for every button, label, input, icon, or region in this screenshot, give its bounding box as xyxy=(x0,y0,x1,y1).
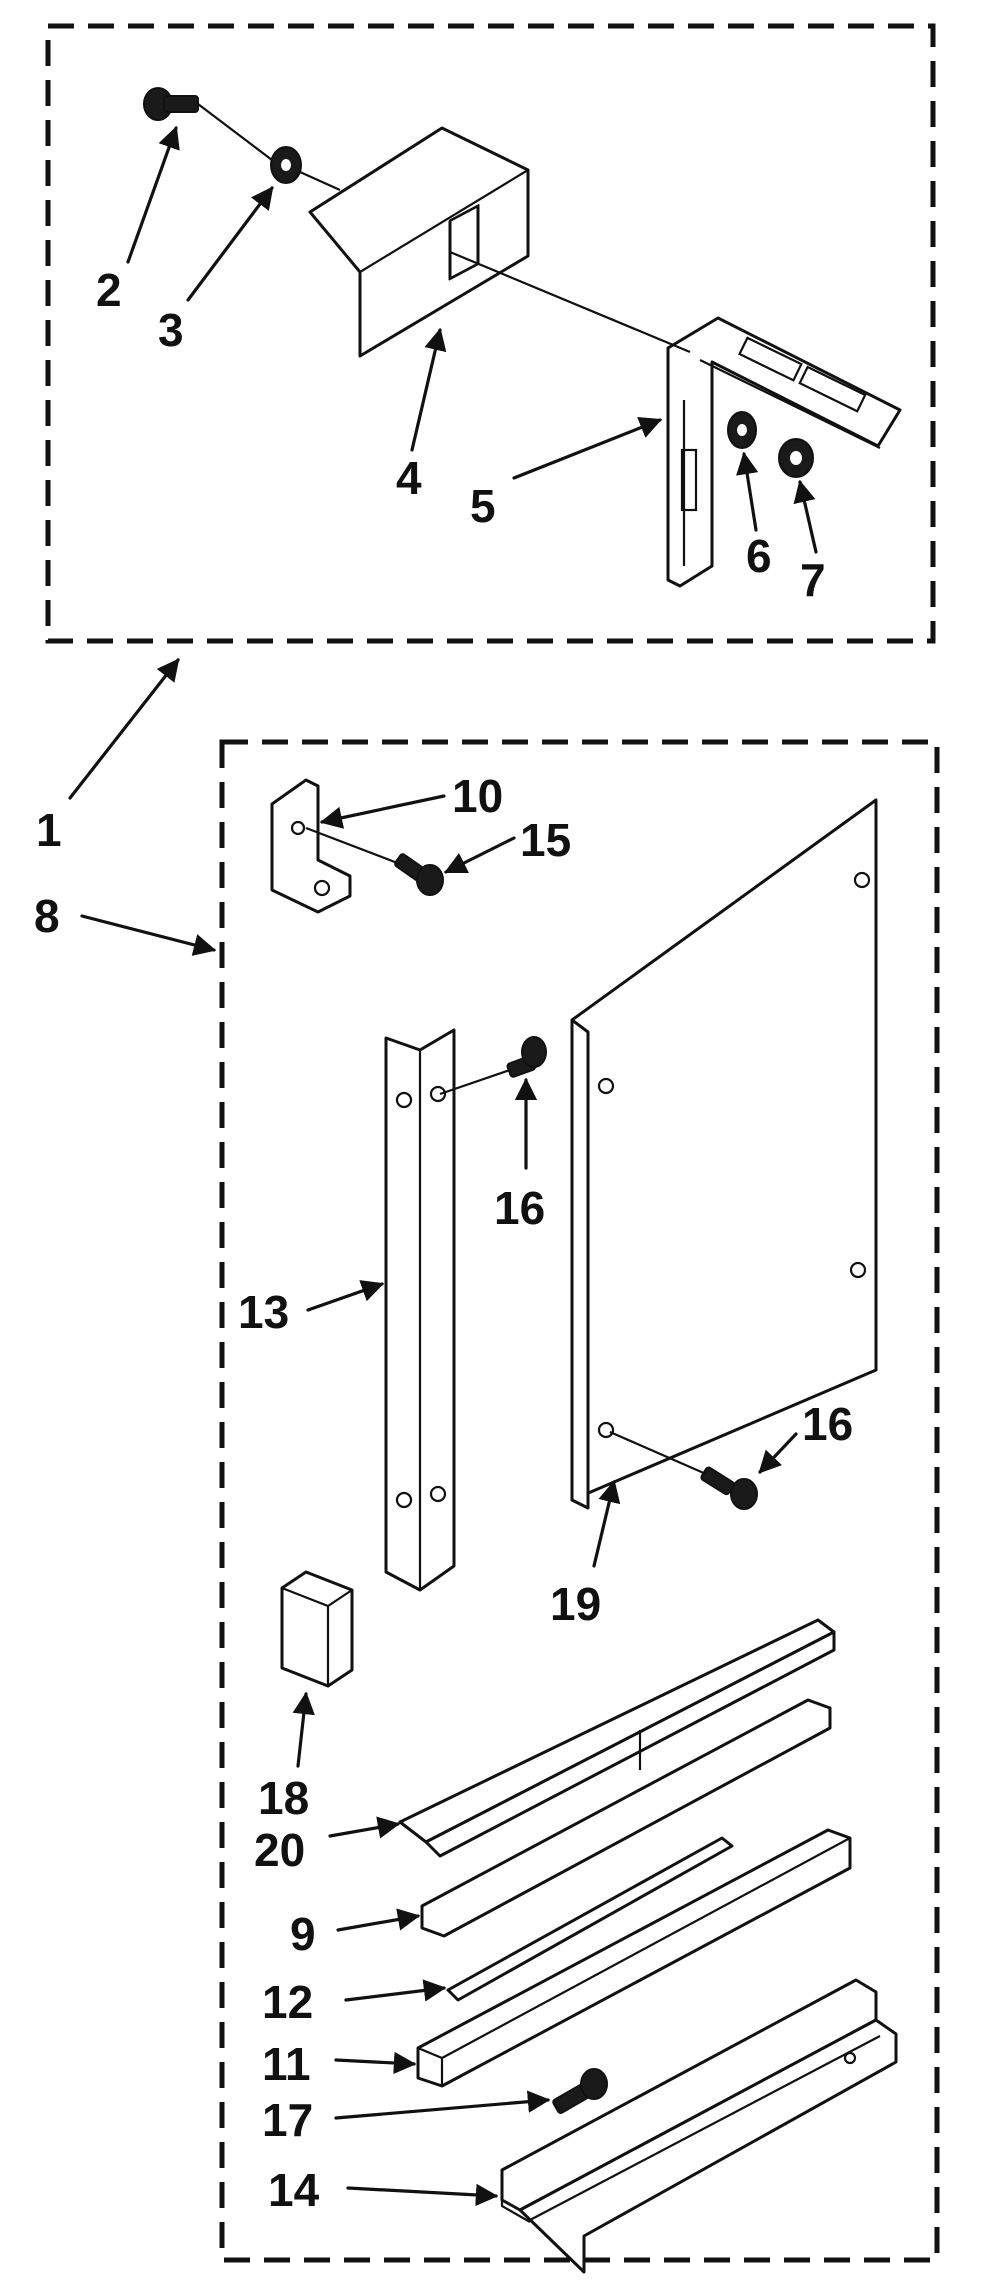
leader-7 xyxy=(793,479,818,554)
part-10-angle-bracket xyxy=(270,778,352,914)
callout-2: 2 xyxy=(96,264,122,316)
leader-19 xyxy=(592,1479,621,1568)
leader-20 xyxy=(328,1816,401,1839)
part-19-insulation-panel xyxy=(570,798,878,1510)
callout-16-lower: 16 xyxy=(802,1398,853,1450)
part-17-screw xyxy=(552,2068,608,2114)
leader-16b xyxy=(758,1432,798,1474)
part-7-nut xyxy=(778,438,814,478)
leader-1 xyxy=(68,658,180,800)
part-16-screw-lower xyxy=(609,1430,758,1510)
kit-1-assembly-line xyxy=(197,103,691,354)
callout-6: 6 xyxy=(746,530,772,582)
callout-1: 1 xyxy=(36,804,62,856)
leader-10 xyxy=(319,794,446,829)
callout-3: 3 xyxy=(158,304,184,356)
part-20-channel-strip xyxy=(398,1618,836,1858)
part-4-bracket-cover xyxy=(308,126,530,358)
part-13-angle-channel xyxy=(384,1028,456,1592)
part-12-thin-seal xyxy=(446,1836,734,2002)
callout-8: 8 xyxy=(34,890,60,942)
leader-17 xyxy=(334,2090,551,2120)
callout-16-upper: 16 xyxy=(494,1182,545,1234)
part-18-foam-block xyxy=(280,1570,354,1688)
part-16-screw-upper xyxy=(439,1036,547,1096)
part-6-washer xyxy=(727,411,757,449)
callout-9: 9 xyxy=(290,1908,316,1960)
callout-18: 18 xyxy=(258,1772,309,1824)
leader-3 xyxy=(186,186,274,302)
callout-20: 20 xyxy=(254,1824,305,1876)
leader-11 xyxy=(334,2051,417,2075)
callout-5: 5 xyxy=(470,480,496,532)
callout-17: 17 xyxy=(262,2094,313,2146)
leader-8 xyxy=(80,914,217,956)
part-15-screw xyxy=(305,826,444,896)
callout-15: 15 xyxy=(520,814,571,866)
callout-4: 4 xyxy=(396,452,422,504)
leader-2 xyxy=(126,125,180,264)
callout-13: 13 xyxy=(238,1286,289,1338)
leader-6 xyxy=(736,451,759,532)
leader-15 xyxy=(443,836,516,874)
part-3-washer xyxy=(270,146,302,184)
callout-10: 10 xyxy=(452,770,503,822)
part-5-mounting-bracket xyxy=(666,316,902,588)
leader-9 xyxy=(336,1908,421,1932)
leader-12 xyxy=(344,1979,447,2002)
callout-19: 19 xyxy=(550,1578,601,1630)
callout-11: 11 xyxy=(262,2038,311,2090)
callout-14: 14 xyxy=(268,2164,320,2216)
part-14-bottom-rail xyxy=(500,1978,898,2274)
leader-4 xyxy=(410,327,447,452)
kit-1-outline xyxy=(45,23,936,644)
leader-5 xyxy=(512,417,663,480)
callout-12: 12 xyxy=(262,1976,313,2028)
part-11-foam-seal xyxy=(416,1828,852,2088)
leader-13 xyxy=(306,1280,385,1312)
part-2-screw xyxy=(143,87,199,121)
part-9-gasket-strip xyxy=(420,1698,832,1938)
leader-18 xyxy=(292,1691,315,1768)
leader-14 xyxy=(346,2183,499,2207)
callout-7: 7 xyxy=(800,554,826,606)
